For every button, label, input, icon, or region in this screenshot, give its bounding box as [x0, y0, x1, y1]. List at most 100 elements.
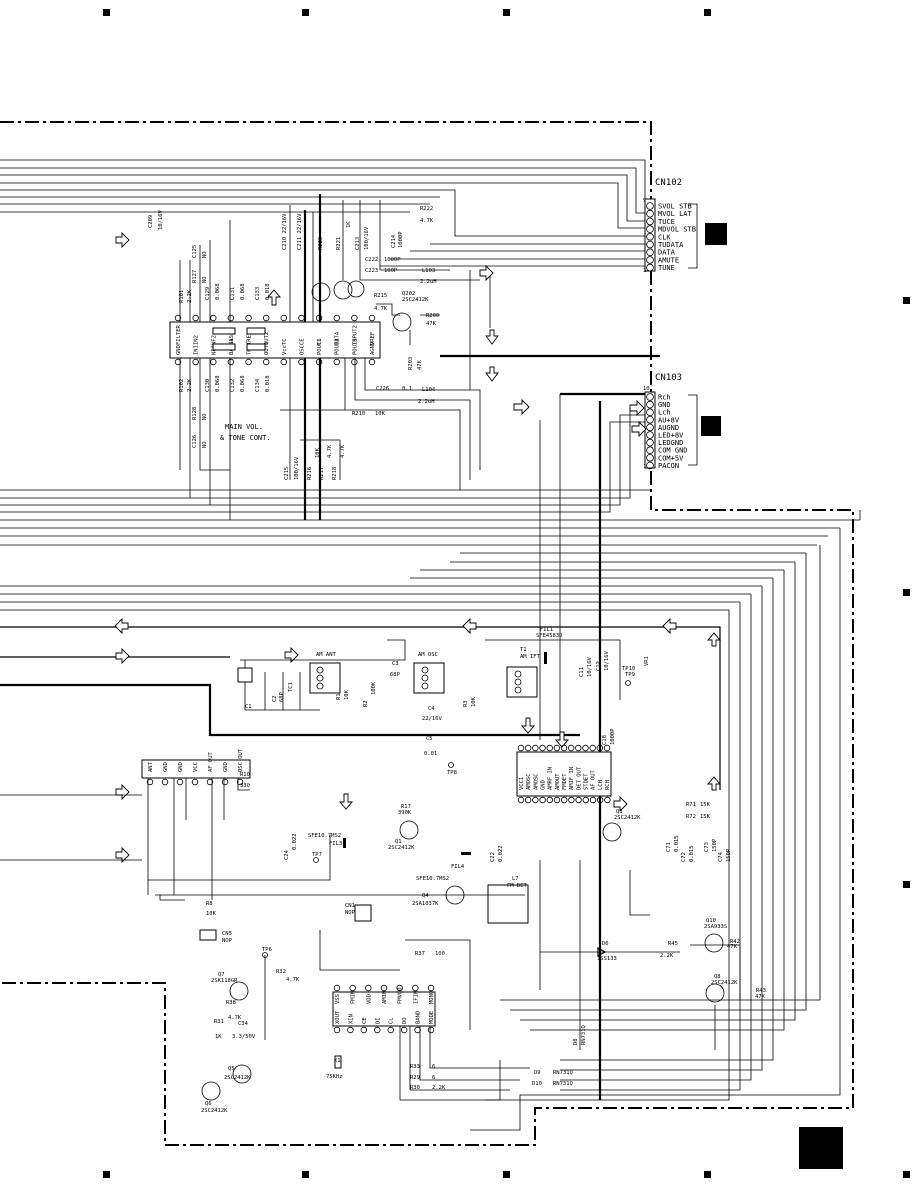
svg-text:4.7K: 4.7K	[327, 444, 333, 458]
svg-text:RN731Q: RN731Q	[553, 1070, 573, 1076]
cn103-pin-marker	[646, 408, 654, 417]
registration-marks	[103, 9, 910, 1178]
amfm-ic-pin-label: AMIF IN	[569, 767, 575, 790]
svg-text:0.068: 0.068	[240, 283, 246, 300]
cn102-pin-label: DATA	[658, 249, 676, 257]
ic-main-top-pin	[262, 314, 270, 322]
ic-main-top-pin	[298, 314, 305, 322]
pll-ic-top-pin-label: VDD	[366, 994, 372, 1004]
cn103-pin-label: GND	[658, 401, 671, 409]
amfm-ic-pin	[546, 744, 553, 752]
frontend-pin-label: GND	[223, 762, 229, 772]
amfm-ic-pin-label: AMOSC	[526, 773, 532, 790]
amfm-ic-pin	[532, 796, 539, 804]
svg-text:R43: R43	[756, 988, 766, 994]
svg-text:6: 6	[432, 1075, 435, 1081]
svg-text:Q10: Q10	[706, 918, 716, 924]
svg-text:C223: C223	[365, 268, 378, 274]
svg-text:C131: C131	[230, 287, 236, 300]
frontend-pin	[161, 778, 169, 786]
amfm-ic-pin-label: LCH	[598, 780, 604, 790]
svg-text:2.2uH: 2.2uH	[418, 399, 435, 405]
frontend-pin	[146, 778, 154, 786]
svg-text:VR1: VR1	[644, 656, 650, 666]
cn102-pin-label: MVOL LAT	[658, 210, 693, 218]
amfm-ic-pin-label: AMOSC	[533, 773, 539, 790]
svg-text:AM IFT: AM IFT	[520, 654, 541, 660]
svg-text:75KHz: 75KHz	[326, 1074, 343, 1080]
ic-main-bottom-pin	[210, 358, 217, 366]
svg-text:1SS133: 1SS133	[597, 956, 617, 962]
svg-text:R223: R223	[318, 237, 324, 250]
svg-text:C133: C133	[255, 287, 261, 300]
amfm-ic-pin	[560, 744, 568, 752]
svg-text:47K: 47K	[755, 994, 766, 1000]
svg-text:SFE10.7MS2: SFE10.7MS2	[308, 833, 341, 839]
ic-main-bottom-pin	[298, 358, 305, 366]
svg-text:150P: 150P	[712, 838, 718, 852]
amfm-ic-pin-label: RCH	[605, 780, 611, 790]
svg-text:10K: 10K	[471, 696, 477, 707]
svg-text:C2: C2	[272, 695, 278, 702]
bus-lines-upper	[0, 159, 860, 1100]
pll-ic-top-pin-label: FMVCO	[398, 987, 404, 1004]
svg-text:4.7K: 4.7K	[420, 218, 434, 224]
svg-text:2.2K: 2.2K	[187, 289, 193, 303]
amfm-ic-pin-label: STDET	[584, 773, 590, 790]
cn102-pin-label: AMUTE	[658, 256, 679, 264]
svg-text:0.018: 0.018	[265, 283, 271, 300]
ic-main-top-pin	[210, 314, 217, 322]
svg-text:R30: R30	[410, 1085, 420, 1091]
svg-text:100P: 100P	[384, 268, 398, 274]
cn102-pin-label: TUCE	[658, 218, 675, 226]
svg-text:47K: 47K	[417, 359, 423, 370]
amfm-ic-pin	[561, 796, 568, 804]
ic-main-bottom-pin	[368, 358, 376, 366]
svg-text:C34: C34	[238, 1021, 249, 1027]
frontend-pin-label: OSC OUT	[238, 748, 244, 772]
ic-main-bottom-pin	[351, 358, 358, 366]
ic-main-top-pin-label: OUT2	[264, 332, 270, 345]
svg-text:C125: C125	[192, 245, 198, 258]
cn102-pin-marker	[646, 263, 654, 272]
svg-text:R2: R2	[363, 700, 369, 707]
svg-text:100: 100	[435, 951, 445, 957]
svg-text:R210: R210	[352, 411, 365, 417]
amfm-ic-pin	[589, 796, 597, 804]
amfm-ic-pin	[524, 744, 532, 752]
svg-text:C12: C12	[596, 661, 602, 671]
amfm-ic-pin-label: AMRF IN	[548, 767, 554, 790]
svg-text:R128: R128	[192, 407, 198, 420]
amfm-ic-pin	[575, 744, 582, 752]
amfm-ic-pin	[546, 796, 553, 804]
svg-text:2.2K: 2.2K	[187, 378, 193, 392]
svg-text:2SC2412K: 2SC2412K	[614, 815, 641, 821]
svg-text:R203: R203	[408, 357, 414, 370]
ic-main-bottom-pin	[315, 358, 323, 366]
cn103-connector: CN103 10 1 RchGNDLchAU+8VAUGNDLED+8VLEDG…	[643, 373, 721, 470]
svg-text:TP9: TP9	[625, 672, 635, 678]
ic-main-bottom-pin	[245, 358, 252, 366]
svg-text:R8: R8	[206, 901, 213, 907]
pll-ic-bottom-pin	[387, 1026, 394, 1034]
tuner-section: FIL1 SFE4583D AM ANT AM OSC T1 AM IFT	[0, 510, 861, 1131]
cn103-pin-label: COM GND	[658, 447, 688, 455]
svg-text:R1: R1	[336, 693, 342, 700]
svg-text:C24: C24	[284, 849, 290, 860]
svg-text:NO: NO	[202, 251, 208, 258]
svg-text:C222: C222	[365, 257, 378, 263]
svg-text:L103: L103	[422, 268, 435, 274]
ic-main-top-pin-label: NF2	[211, 335, 217, 345]
cn103-pin-marker	[646, 415, 654, 424]
frontend-pin	[221, 778, 229, 786]
svg-text:C215: C215	[284, 467, 290, 480]
svg-text:R29: R29	[410, 1075, 420, 1081]
svg-text:Q5: Q5	[228, 1066, 235, 1072]
ic-main-top-pin-label: TC	[282, 338, 288, 345]
amfm-ic-pin	[517, 744, 525, 752]
svg-text:R217: R217	[319, 467, 325, 480]
svg-text:2SC2412K: 2SC2412K	[388, 845, 415, 851]
amfm-ic-pin-label: VCC1	[519, 777, 525, 790]
